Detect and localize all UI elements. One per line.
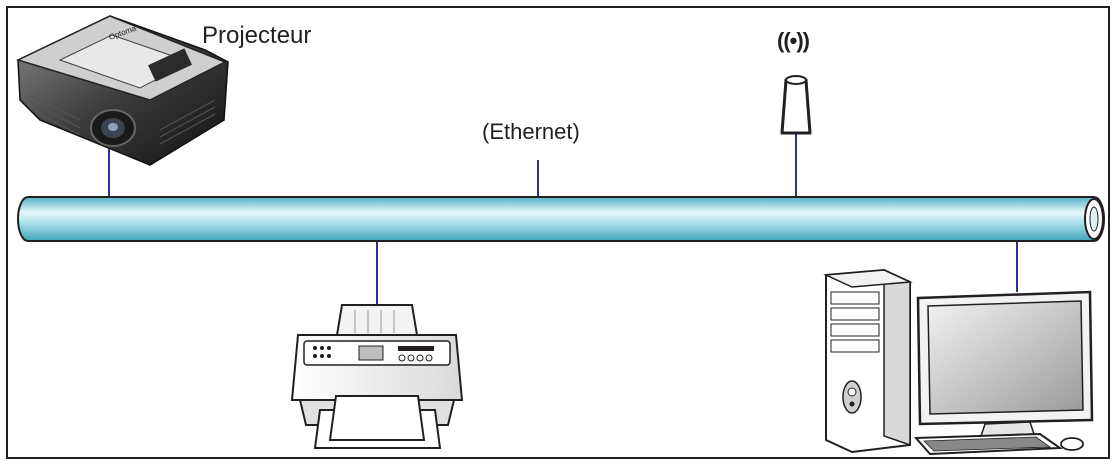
printer-icon xyxy=(290,304,464,449)
desktop-computer-icon xyxy=(823,268,1094,456)
ethernet-cable xyxy=(17,196,1105,242)
wireless-signal-icon: ((•)) xyxy=(777,28,810,53)
ethernet-label: (Ethernet) xyxy=(482,119,580,144)
projector-icon: Optoma xyxy=(15,15,229,166)
access-point-icon xyxy=(780,75,812,135)
projector-label: Projecteur xyxy=(202,22,312,49)
